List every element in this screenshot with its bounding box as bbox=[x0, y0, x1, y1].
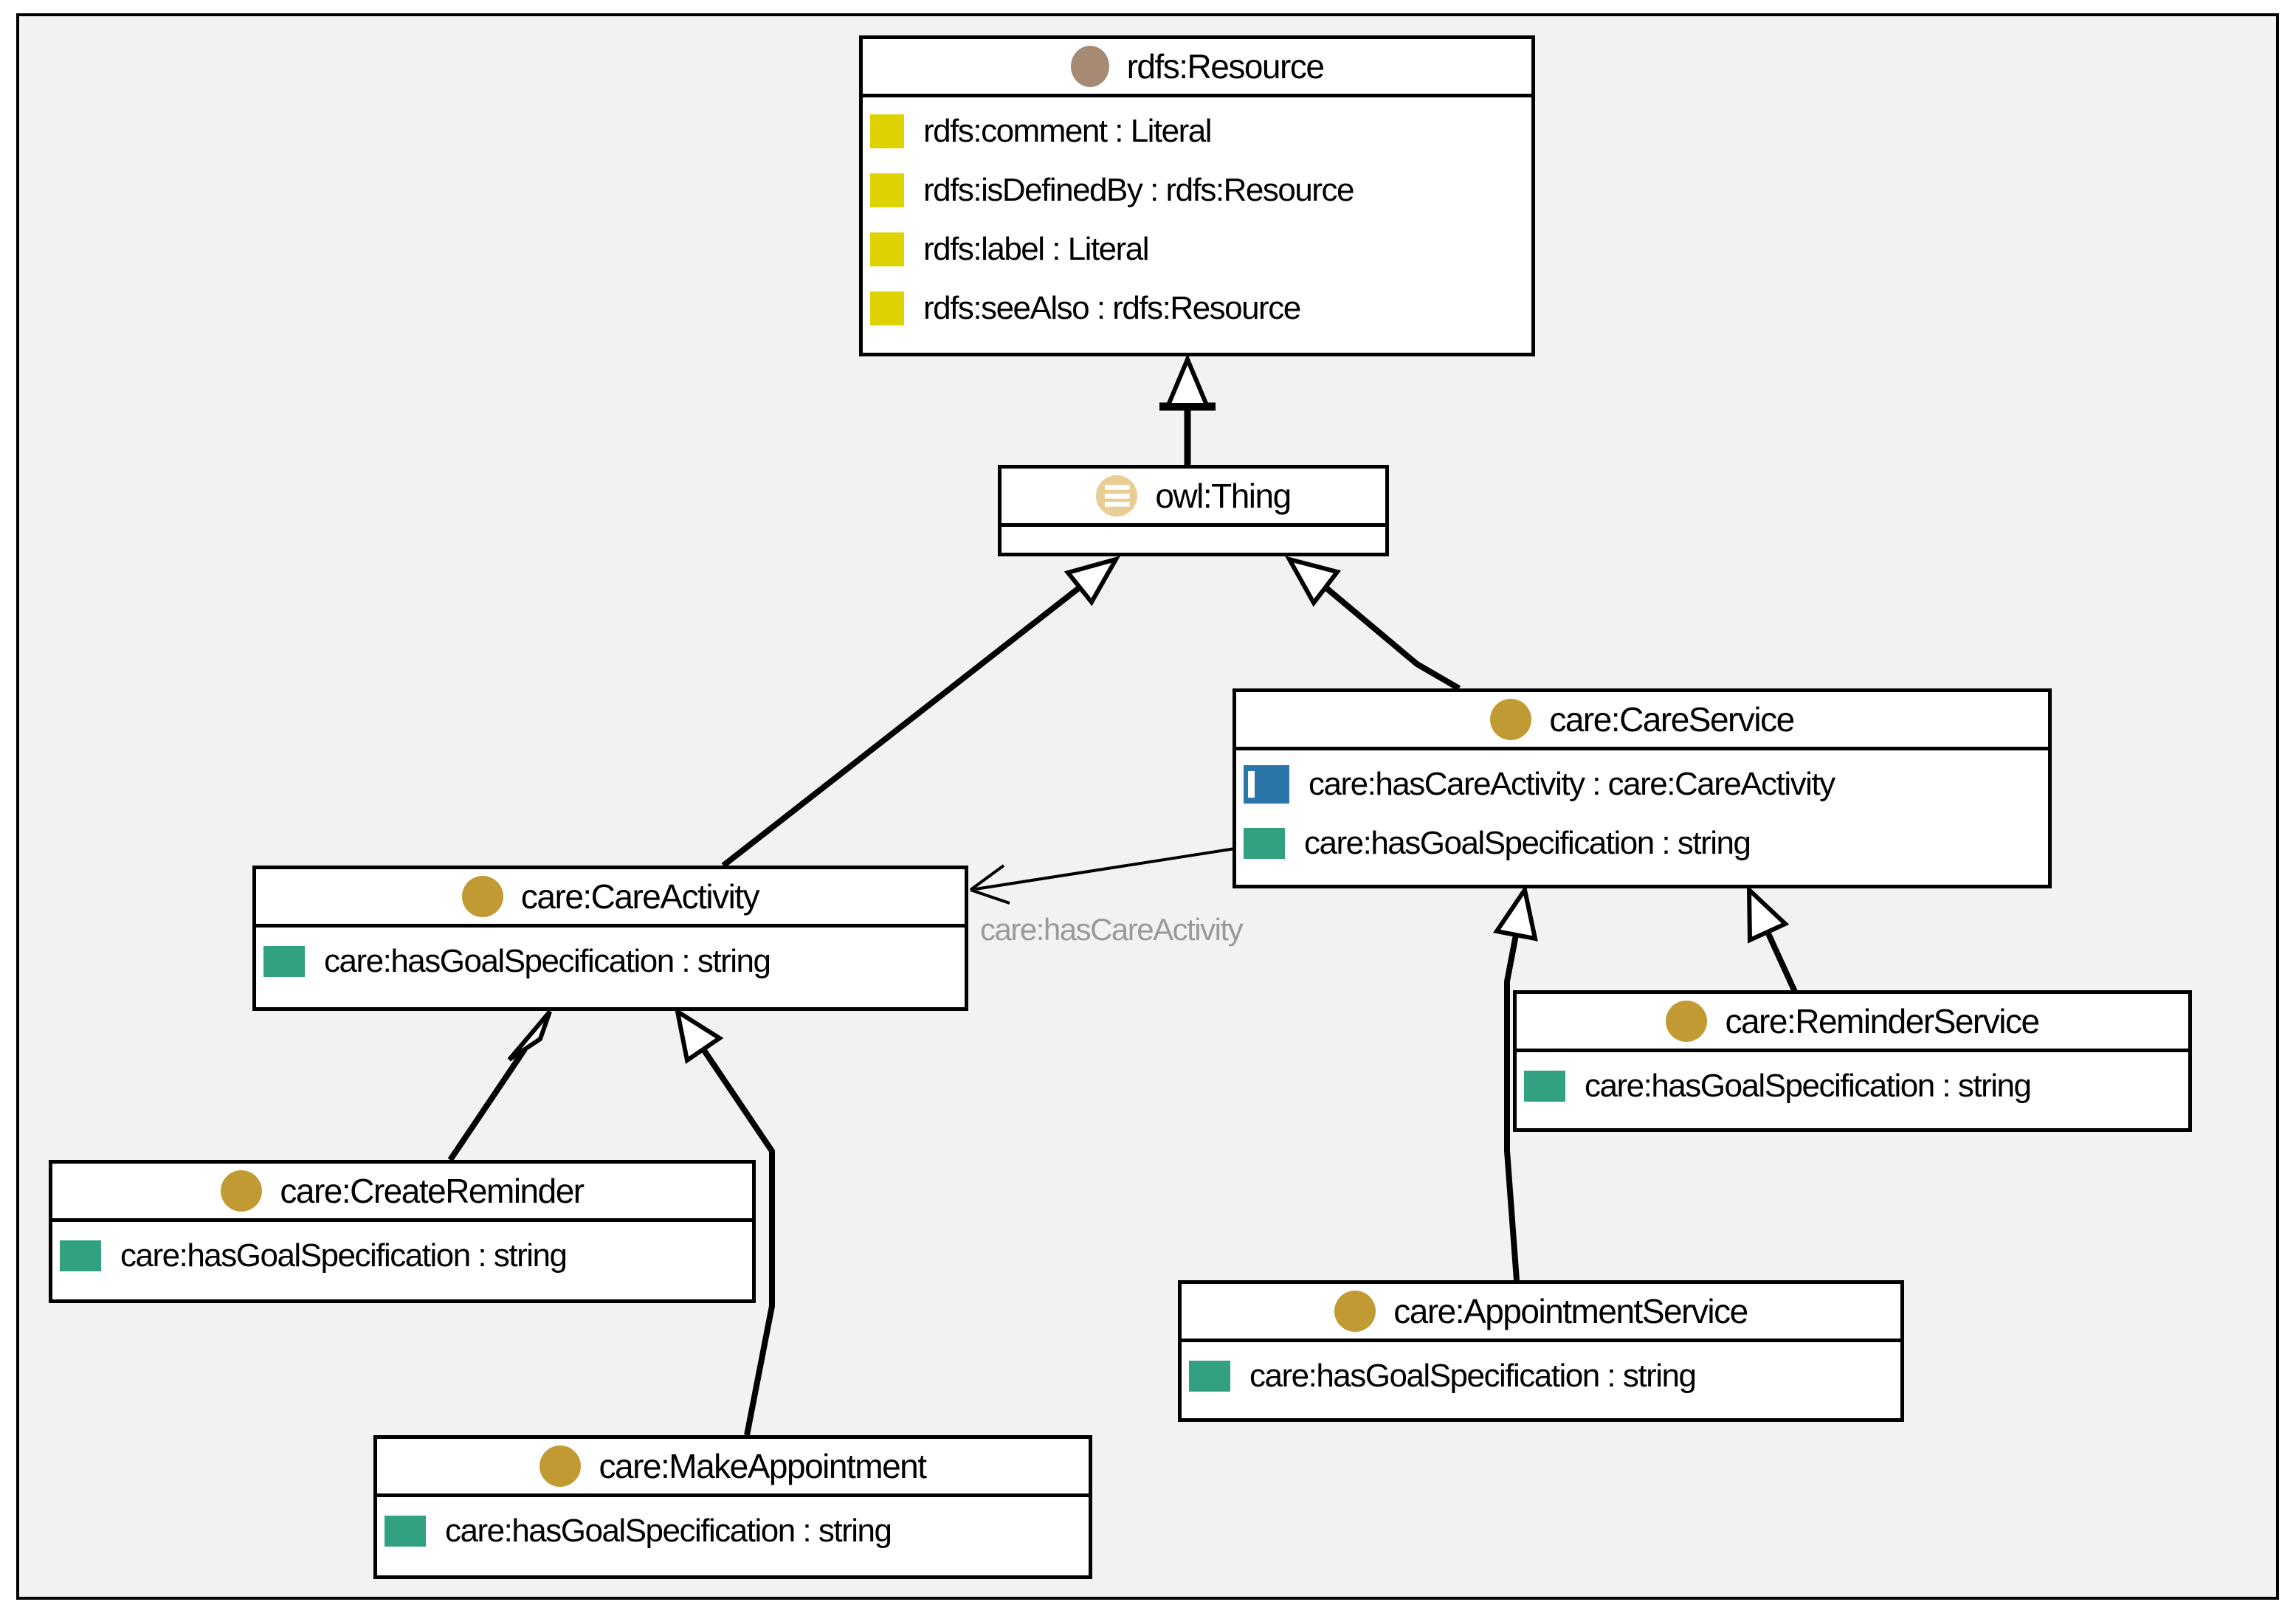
attribute-row: care:hasGoalSpecification : string bbox=[52, 1226, 752, 1285]
attributes-compartment: care:hasGoalSpecification : string bbox=[377, 1497, 1089, 1561]
object-property-icon bbox=[1244, 765, 1289, 804]
owl-thing-class-icon bbox=[1096, 475, 1138, 517]
owl-class-icon bbox=[1666, 1001, 1708, 1042]
class-box-care-activity[interactable]: care:CareActivity care:hasGoalSpecificat… bbox=[252, 866, 968, 1011]
class-title-bar: care:CareService bbox=[1236, 692, 2048, 750]
attribute-text: rdfs:comment : Literal bbox=[923, 113, 1213, 149]
datatype-property-icon bbox=[60, 1240, 101, 1271]
class-title: care:AppointmentService bbox=[1393, 1292, 1748, 1330]
datatype-property-icon bbox=[263, 946, 305, 977]
attributes-compartment: care:hasGoalSpecification : string bbox=[1517, 1052, 2188, 1116]
class-title: care:CareActivity bbox=[520, 877, 760, 916]
owl-class-icon bbox=[221, 1170, 263, 1212]
class-title-bar: care:ReminderService bbox=[1517, 994, 2188, 1052]
class-box-reminder-service[interactable]: care:ReminderService care:hasGoalSpecifi… bbox=[1513, 990, 2192, 1132]
attribute-text: care:hasGoalSpecification : string bbox=[1585, 1068, 2032, 1104]
attribute-text: care:hasGoalSpecification : string bbox=[120, 1237, 568, 1274]
generalization-edge-makeappointment-to-careactivity[interactable] bbox=[674, 1006, 775, 1436]
attribute-row: care:hasGoalSpecification : string bbox=[256, 932, 965, 991]
owl-class-icon bbox=[461, 876, 503, 917]
generalization-edge-thing-to-resource[interactable] bbox=[1159, 353, 1216, 466]
class-box-rdfs-resource[interactable]: rdfs:Resource rdfs:comment : Literal rdf… bbox=[859, 35, 1535, 356]
attribute-row: rdfs:isDefinedBy : rdfs:Resource bbox=[863, 161, 1531, 220]
attributes-compartment: care:hasGoalSpecification : string bbox=[256, 928, 965, 991]
class-title-bar: care:AppointmentService bbox=[1182, 1284, 1900, 1342]
class-title-bar: owl:Thing bbox=[1002, 469, 1385, 527]
class-title-bar: care:MakeAppointment bbox=[377, 1439, 1089, 1497]
association-label-hascareactivity: care:hasCareActivity bbox=[980, 912, 1244, 947]
annotation-property-icon bbox=[870, 114, 904, 148]
generalization-edge-reminderservice-to-careservice[interactable] bbox=[1746, 884, 1798, 993]
owl-class-icon bbox=[1490, 699, 1532, 740]
annotation-property-icon bbox=[870, 291, 904, 325]
owl-class-icon bbox=[539, 1446, 582, 1487]
class-box-care-service[interactable]: care:CareService care:hasCareActivity : … bbox=[1233, 688, 2052, 888]
attribute-text: care:hasGoalSpecification : string bbox=[324, 943, 771, 979]
attribute-text: rdfs:seeAlso : rdfs:Resource bbox=[923, 290, 1301, 326]
attribute-row: rdfs:comment : Literal bbox=[863, 102, 1531, 161]
attribute-row: care:hasCareActivity : care:CareActivity bbox=[1236, 755, 2048, 814]
attributes-compartment: care:hasGoalSpecification : string bbox=[1182, 1342, 1900, 1406]
class-title-bar: care:CreateReminder bbox=[52, 1164, 752, 1222]
attributes-compartment: care:hasCareActivity : care:CareActivity… bbox=[1236, 750, 2048, 873]
generalization-edge-appointmentservice-to-careservice[interactable] bbox=[1492, 884, 1538, 1281]
class-title: care:CreateReminder bbox=[280, 1172, 585, 1210]
attributes-compartment: rdfs:comment : Literal rdfs:isDefinedBy … bbox=[863, 97, 1531, 338]
class-box-create-reminder[interactable]: care:CreateReminder care:hasGoalSpecific… bbox=[49, 1160, 756, 1303]
attributes-compartment bbox=[1002, 527, 1385, 531]
generalization-edge-careservice-to-thing[interactable] bbox=[1284, 556, 1461, 691]
attribute-row: care:hasGoalSpecification : string bbox=[377, 1502, 1089, 1561]
association-edge-hascareactivity[interactable] bbox=[969, 846, 1241, 905]
class-title: care:ReminderService bbox=[1725, 1002, 2040, 1040]
datatype-property-icon bbox=[1189, 1361, 1230, 1392]
class-title-bar: rdfs:Resource bbox=[863, 39, 1531, 97]
datatype-property-icon bbox=[385, 1516, 426, 1547]
attribute-text: rdfs:isDefinedBy : rdfs:Resource bbox=[923, 172, 1354, 208]
rdfs-class-icon bbox=[1070, 46, 1109, 87]
attribute-text: care:hasCareActivity : care:CareActivity bbox=[1309, 766, 1835, 802]
class-title-bar: care:CareActivity bbox=[256, 869, 965, 928]
class-box-make-appointment[interactable]: care:MakeAppointment care:hasGoalSpecifi… bbox=[373, 1435, 1092, 1579]
class-title: care:MakeAppointment bbox=[599, 1447, 927, 1485]
attribute-row: care:hasGoalSpecification : string bbox=[1517, 1057, 2188, 1116]
owl-class-icon bbox=[1334, 1291, 1376, 1332]
class-title: rdfs:Resource bbox=[1126, 47, 1325, 86]
generalization-edge-createreminder-to-careactivity[interactable] bbox=[447, 1010, 552, 1162]
attribute-text: care:hasGoalSpecification : string bbox=[445, 1513, 892, 1549]
attributes-compartment: care:hasGoalSpecification : string bbox=[52, 1222, 752, 1285]
attribute-row: rdfs:seeAlso : rdfs:Resource bbox=[863, 279, 1531, 338]
generalization-edge-careactivity-to-thing[interactable] bbox=[721, 556, 1121, 868]
annotation-property-icon bbox=[870, 173, 904, 207]
attribute-row: care:hasGoalSpecification : string bbox=[1236, 814, 2048, 873]
attribute-text: rdfs:label : Literal bbox=[923, 231, 1150, 267]
attribute-row: care:hasGoalSpecification : string bbox=[1182, 1347, 1900, 1406]
class-title: care:CareService bbox=[1549, 700, 1795, 739]
class-box-owl-thing[interactable]: owl:Thing bbox=[998, 465, 1389, 556]
datatype-property-icon bbox=[1524, 1071, 1565, 1102]
annotation-property-icon bbox=[870, 232, 904, 266]
datatype-property-icon bbox=[1244, 828, 1285, 859]
class-title: owl:Thing bbox=[1155, 477, 1292, 515]
class-box-appointment-service[interactable]: care:AppointmentService care:hasGoalSpec… bbox=[1178, 1280, 1904, 1422]
attribute-text: care:hasGoalSpecification : string bbox=[1304, 825, 1751, 861]
attribute-row: rdfs:label : Literal bbox=[863, 220, 1531, 279]
attribute-text: care:hasGoalSpecification : string bbox=[1249, 1358, 1697, 1394]
